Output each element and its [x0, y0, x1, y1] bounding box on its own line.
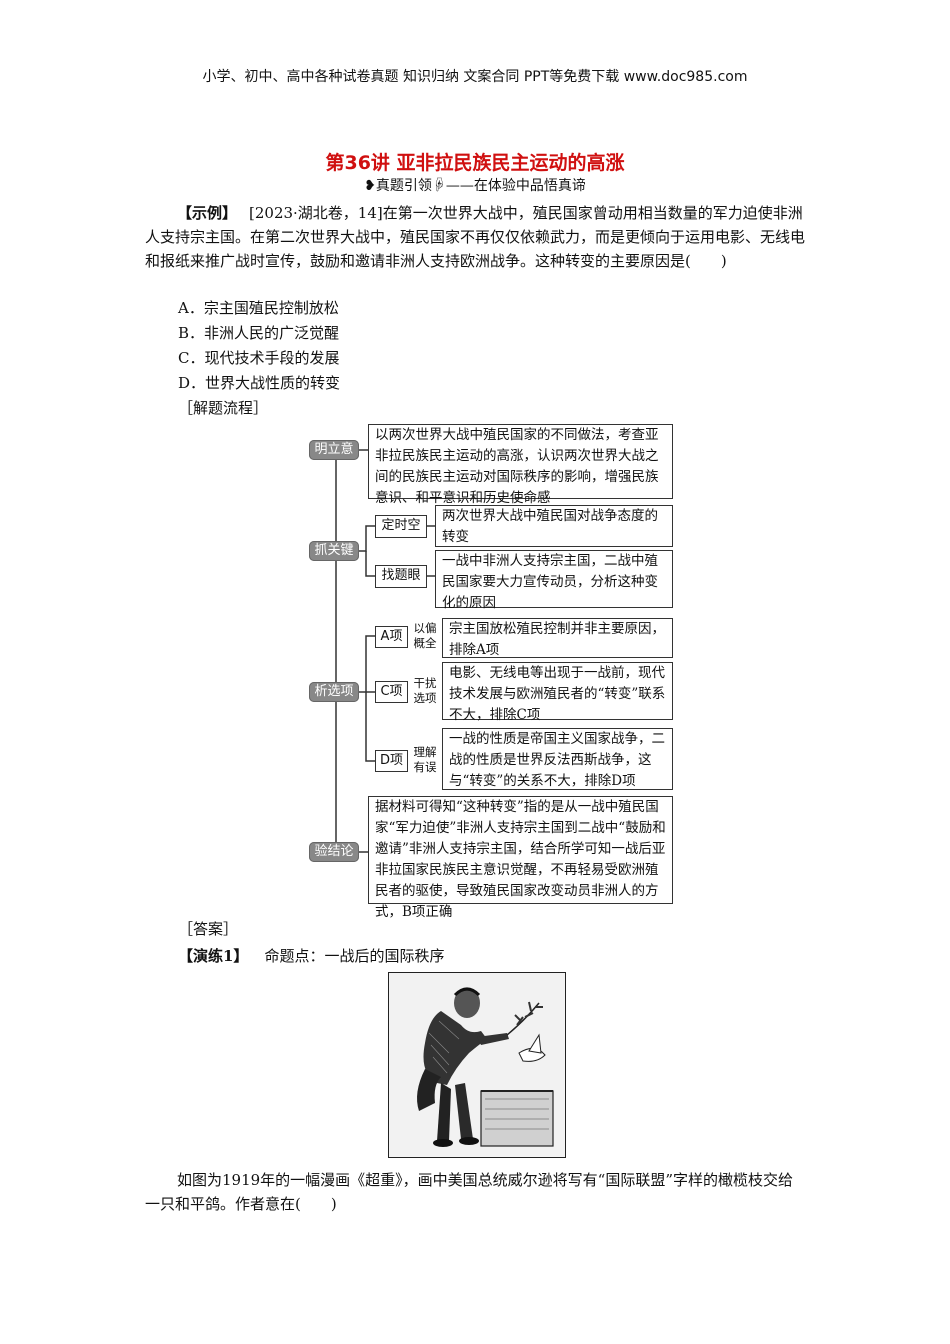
xi-c-tag: 干扰选项	[413, 676, 437, 705]
zhua-zhaotiyan-text: 一战中非洲人支持宗主国，二战中殖民国家要大力宣传动员，分析这种变化的原因	[435, 550, 673, 611]
zhua-dingshikong-box: 定时空	[375, 515, 427, 538]
example-source: [2023·湖北卷，14]	[249, 204, 383, 222]
yan-text-box: 据材料可得知“这种转变”指的是从一战中殖民国家“军力迫使”非洲人支持宗主国到二战…	[368, 796, 673, 920]
flow-label: ［解题流程］	[178, 399, 269, 417]
xi-d-box: D项	[375, 750, 408, 772]
xi-a-text: 宗主国放松殖民控制并非主要原因，排除A项	[442, 618, 673, 658]
question-2-text: 如图为1919年的一幅漫画《超重》，画中美国总统威尔逊将写有“国际联盟”字样的橄…	[145, 1171, 794, 1213]
xi-d-text: 一战的性质是帝国主义国家战争，二战的性质是世界反法西斯战争，这与“转变”的关系不…	[442, 728, 673, 790]
answer-label: ［答案］	[178, 920, 239, 938]
question-2: 如图为1919年的一幅漫画《超重》，画中美国总统威尔逊将写有“国际联盟”字样的橄…	[145, 1168, 805, 1216]
lesson-title: 第36讲 亚非拉民族民主运动的高涨	[325, 152, 625, 174]
xi-d-tag: 理解有误	[413, 745, 437, 774]
step-zhua-pill: 抓关键	[309, 541, 359, 561]
zhua-dingshikong-text: 两次世界大战中殖民国对战争态度的转变	[435, 505, 673, 547]
drill-label: 【演练1】	[178, 947, 249, 965]
xi-c-box: C项	[375, 681, 408, 703]
drill-line: 【演练1】命题点：一战后的国际秩序	[178, 944, 444, 968]
option-d: D．世界大战性质的转变	[178, 374, 341, 392]
zhua-zhaotiyan-box: 找题眼	[375, 565, 427, 588]
option-c: C．现代技术手段的发展	[178, 349, 340, 367]
example-label: 【示例】	[177, 204, 238, 222]
xi-c-text: 电影、无线电等出现于一战前，现代技术发展与欧洲殖民者的“转变”联系不大，排除C项	[442, 662, 673, 723]
option-b: B．非洲人民的广泛觉醒	[178, 324, 340, 342]
example-question: 【示例】 [2023·湖北卷，14]在第一次世界大战中，殖民国家曾动用相当数量的军…	[145, 201, 805, 273]
xi-a-box: A项	[375, 626, 408, 648]
drill-text: 命题点：一战后的国际秩序	[264, 947, 445, 965]
option-a: A．宗主国殖民控制放松	[178, 299, 339, 317]
xi-a-tag: 以偏概全	[413, 621, 437, 650]
example-text: 在第一次世界大战中，殖民国家曾动用相当数量的军力迫使非洲人支持宗主国。在第二次世…	[145, 204, 806, 270]
step-xi-pill: 析选项	[309, 682, 359, 702]
lesson-subtitle: ❥真题引领☟——在体验中品悟真谛	[364, 178, 586, 194]
step-yan-pill: 验结论	[309, 842, 359, 862]
cartoon-overweight-image	[388, 972, 566, 1158]
ming-text-box: 以两次世界大战中殖民国家的不同做法，考查亚非拉民族民主运动的高涨，认识两次世界大…	[368, 424, 673, 506]
step-ming-pill: 明立意	[309, 440, 359, 460]
site-header: 小学、初中、高中各种试卷真题 知识归纳 文案合同 PPT等免费下载 www.do…	[202, 69, 748, 85]
